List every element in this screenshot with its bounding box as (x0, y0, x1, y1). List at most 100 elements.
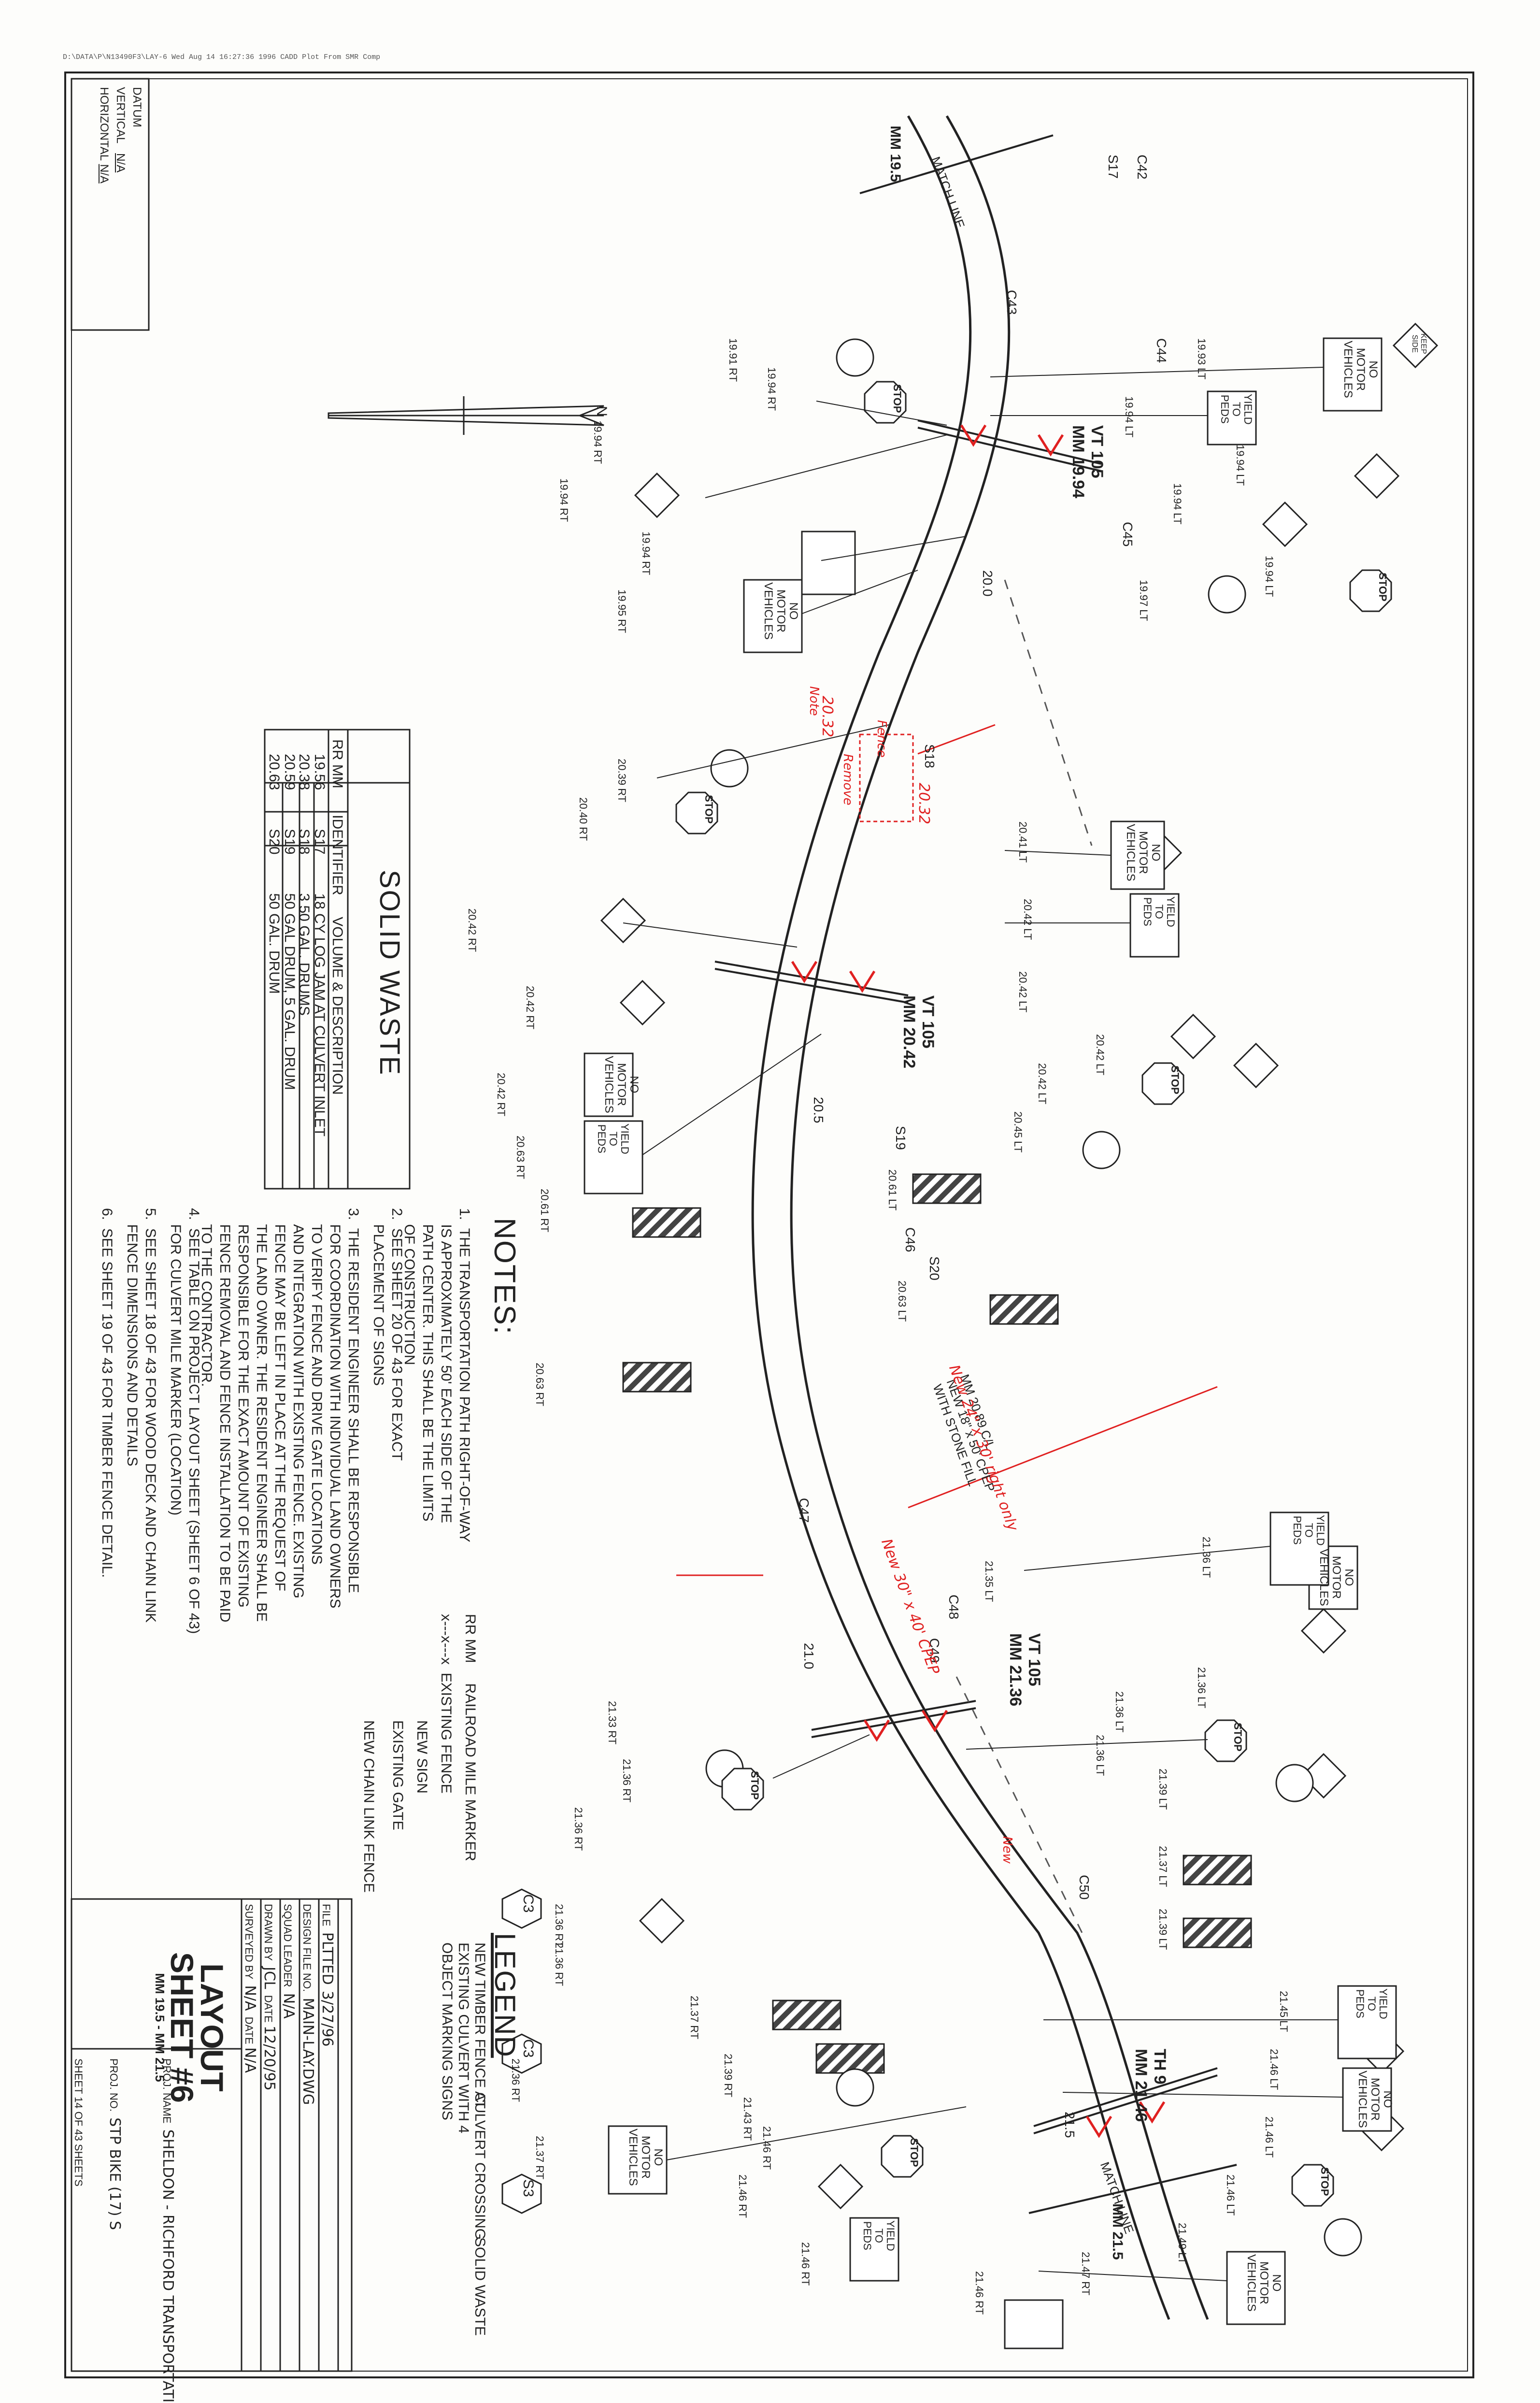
milepost-label: 20.45 LT (1012, 1111, 1024, 1153)
stop-sign-text: STOP (749, 1771, 761, 1800)
stop-sign-text: STOP (703, 795, 715, 824)
stop-sign-text: STOP (1319, 2167, 1331, 2196)
red-annotation: Fence (874, 720, 889, 758)
milepost-label: 21.46 RT (761, 2126, 773, 2170)
milepost-label: 19.94 RT (558, 478, 570, 522)
existing-fence-lines (955, 579, 1093, 1933)
milepost-label: 20.42 RT (495, 1073, 507, 1117)
stop-signs (675, 381, 1392, 2207)
legend-tag-label: S3 (520, 2179, 536, 2197)
culvert-tag: C42 (1135, 155, 1150, 180)
milepost-label: 19.94 RT (592, 420, 604, 464)
match-line-top (859, 134, 1054, 194)
milepost-label: 21.36 RT (553, 1904, 565, 1948)
title-block-row: PROJ. NO. STP BIKE (17) S (106, 2058, 123, 2230)
solid-waste-header: VOLUME & DESCRIPTION (329, 917, 345, 1095)
datum-horizontal: HORIZONTAL N/A (98, 87, 111, 184)
milepost-label: 20.39 RT (616, 759, 628, 803)
title-block-title: LAYOUT (194, 1963, 230, 2092)
station-label: 20.0 (980, 570, 995, 597)
milepost-label: 19.93 LT (1196, 338, 1208, 380)
milepost-label: 21.39 RT (722, 2054, 734, 2098)
milepost-label: 20.41 LT (1017, 821, 1029, 863)
red-markup (676, 724, 1218, 1576)
datum-box (71, 78, 150, 331)
title-block-grid (71, 1898, 353, 2372)
milepost-label: 19.94 LT (1234, 445, 1246, 486)
milepost-label: 21.36 RT (553, 1943, 565, 1986)
solid-waste-header-row: RR MM IDENTIFIER VOLUME & DESCRIPTION (329, 739, 345, 1174)
milepost-label: 20.42 RT (524, 986, 536, 1030)
waste-tag: S18 (922, 744, 937, 768)
red-annotation: Note (807, 686, 821, 716)
title-block-sheet-of: SHEET 14 OF 43 SHEETS (72, 2058, 85, 2187)
culvert-tag: C48 (946, 1595, 961, 1620)
title-block-row: PROJ. NAME SHELDON - RICHFORD TRANSPORTA… (159, 2058, 176, 2403)
legend-tag-symbols (501, 1888, 542, 2214)
note-item: 5. SEE SHEET 18 OF 43 FOR WOOD DECK AND … (124, 1208, 158, 1623)
timber-fence-boxes (622, 1173, 1252, 2074)
milepost-label: 20.42 LT (1022, 899, 1034, 940)
milepost-label: 21.37 LT (1157, 1846, 1169, 1887)
milepost-label: 19.94 LT (1123, 396, 1135, 438)
table-row: 20.63S2050 GAL. DRUM (266, 754, 282, 994)
milepost-label: 21.46 LT (1268, 2049, 1280, 2090)
solid-waste-header: RR MM (329, 739, 345, 789)
transportation-path-lines (751, 115, 1209, 2320)
note-item: 1. THE TRANSPORTATION PATH RIGHT-OF-WAY … (401, 1208, 472, 1542)
datum-vertical: VERTICAL N/A (114, 87, 127, 173)
stop-sign-text: STOP (1377, 573, 1389, 602)
title-block-row: FILE PLTTED 3/27/96 (319, 1904, 336, 2047)
milepost-label: 19.97 LT (1138, 580, 1150, 621)
note-item: 2. SEE SHEET 20 OF 43 FOR EXACT PLACEMEN… (371, 1208, 405, 1461)
milepost-label: 19.94 LT (1171, 483, 1184, 525)
sign-leader-lines (623, 367, 1343, 2281)
title-block-row: DRAWN BY JCL DATE 12/20/95 (261, 1904, 278, 2091)
waste-tag: S19 (893, 1126, 908, 1150)
milepost-label: 20.42 LT (1094, 1034, 1106, 1076)
datum-block: DATUM VERTICAL N/A HORIZONTAL N/A (96, 87, 145, 184)
station-label: 21.0 (801, 1643, 816, 1669)
milepost-label: 21.47 RT (1080, 2252, 1092, 2296)
milepost-label: 21.36 RT (572, 1807, 585, 1851)
north-label: N (594, 406, 610, 417)
title-block-row: SURVEYED BY N/A DATE N/A (242, 1904, 258, 2073)
waste-tag: S17 (1106, 155, 1121, 179)
milepost-label: 21.35 LT (983, 1561, 995, 1602)
station-label: 21.5 (1062, 2112, 1077, 2138)
milepost-label: 21.46 RT (973, 2271, 985, 2315)
milepost-label: 21.43 RT (741, 2097, 754, 2141)
sheet-outer-border (64, 72, 1474, 2378)
milepost-label: 21.36 RT (621, 1759, 633, 1803)
milepost-label: 19.95 RT (616, 590, 628, 633)
culvert-tag: C47 (797, 1498, 812, 1523)
milepost-label: 19.91 RT (727, 338, 739, 382)
solid-waste-title: SOLID WASTE (374, 870, 405, 1077)
milepost-label: 21.39 LT (1157, 1769, 1169, 1810)
milepost-label: 19.94 RT (640, 532, 652, 576)
milepost-label: 21.36 RT (510, 2058, 522, 2102)
milepost-label: 21.46 RT (799, 2242, 812, 2286)
culvert-tag: C43 (1004, 290, 1019, 315)
red-crossing-marks (791, 424, 1166, 2138)
legend-row: NEW SIGN (414, 1720, 430, 1794)
milepost-label: 21.45 LT (1278, 1991, 1290, 2032)
sheet-inner-border (71, 78, 1468, 2372)
culvert-tag: C46 (903, 1227, 918, 1252)
legend-row: SOLID WASTE (472, 2237, 488, 2336)
milepost-label: 21.39 LT (1157, 1909, 1169, 1950)
legend-row: RR MM RAILROAD MILE MARKER (462, 1614, 478, 1861)
